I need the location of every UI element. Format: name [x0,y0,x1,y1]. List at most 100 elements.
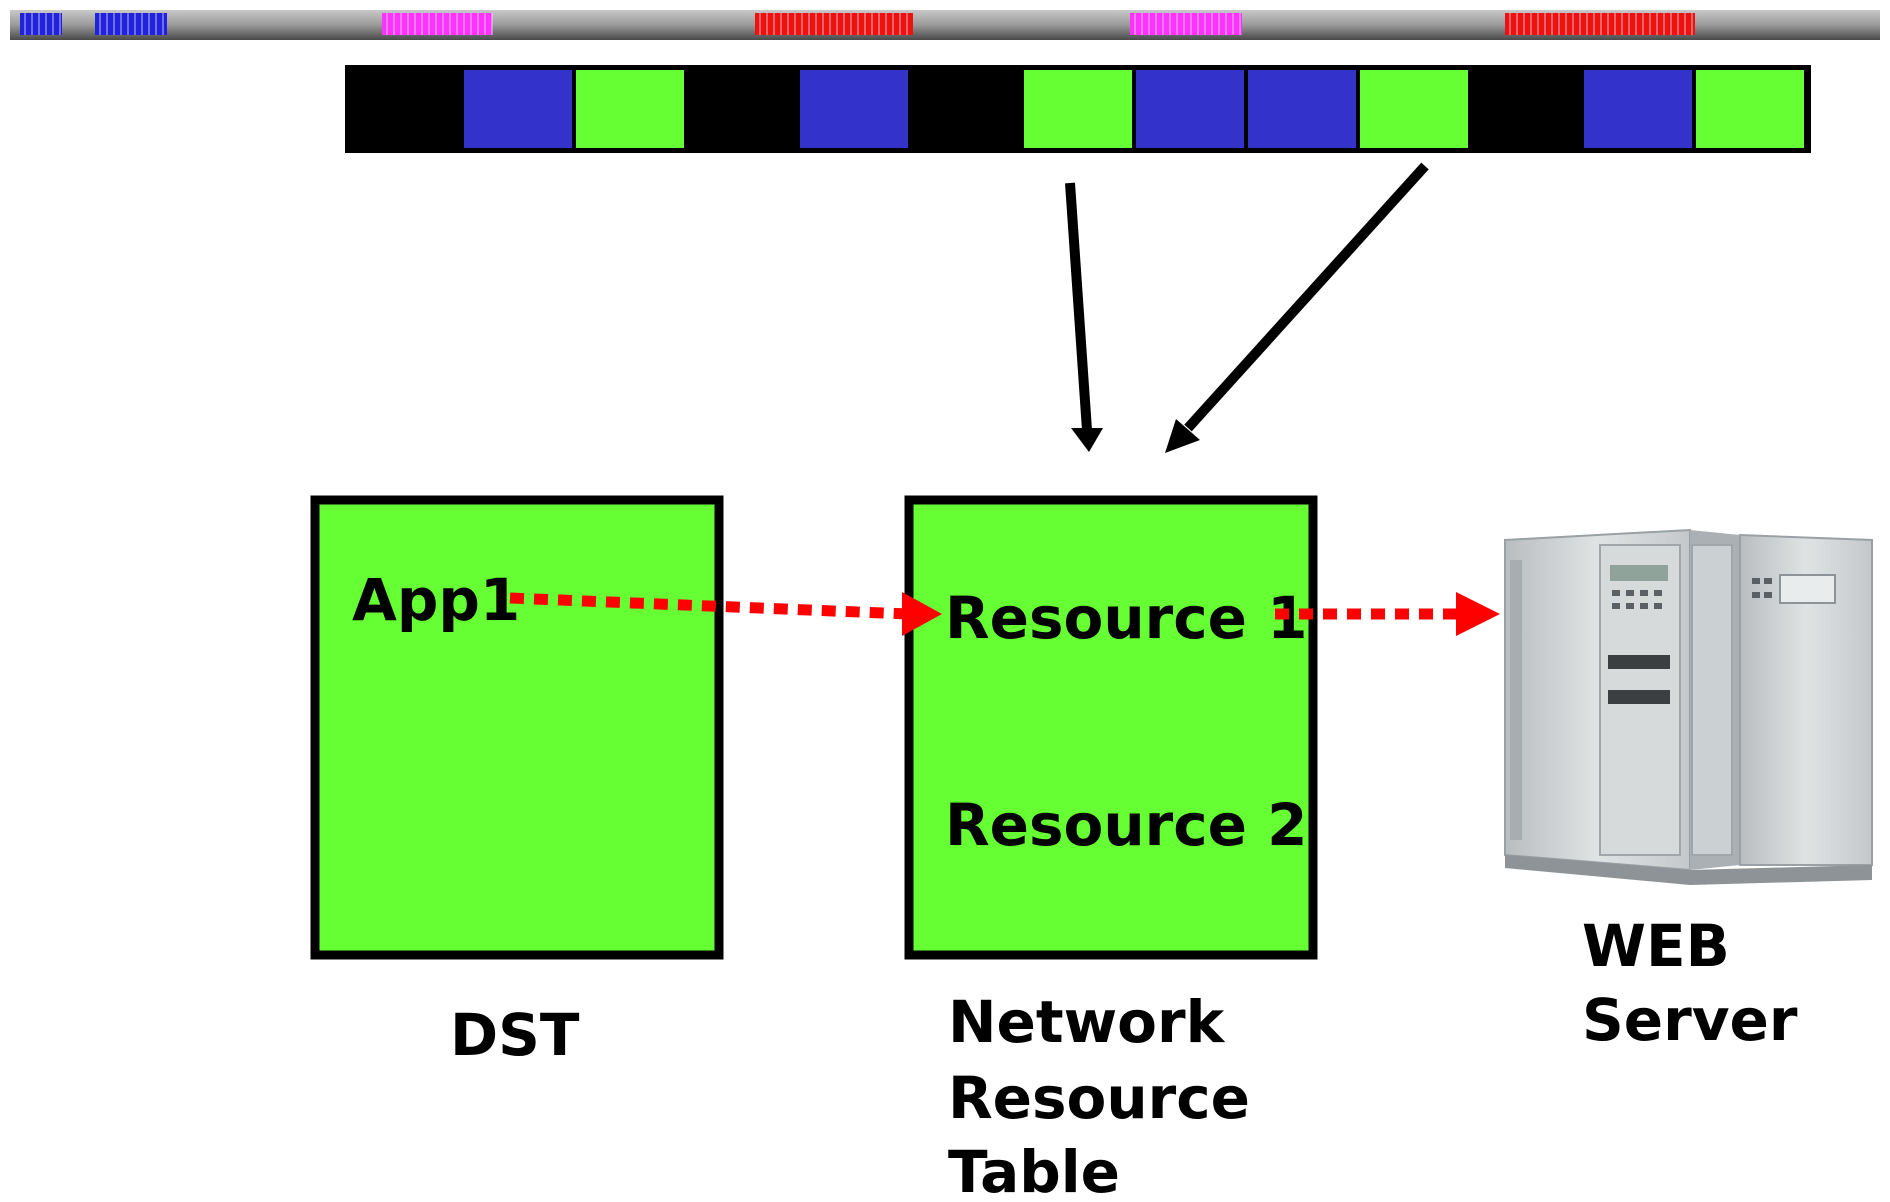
data-stream-segments [20,13,1695,35]
stream-segment-stripe [120,13,122,35]
slot-cell-empty [1472,70,1580,148]
slot-cell-green [576,70,684,148]
slot-cell-empty [912,70,1020,148]
stream-segment-stripe [892,13,894,35]
stream-segment-stripe [421,13,423,35]
flow-arrowhead-1 [902,592,942,636]
resource-2-label: Resource 2 [945,791,1308,859]
stream-segment-stripe [906,13,908,35]
resource-table-frame [904,495,1318,960]
resource-table-caption-line-2: Resource [948,1064,1250,1132]
stream-segment-stripe [1183,13,1185,35]
stream-segment-stripe [1523,13,1525,35]
stream-segment-stripe [134,13,136,35]
slot-cell-green [1360,70,1468,148]
stream-segment-stripe [1565,13,1567,35]
stream-segment-stripe [1204,13,1206,35]
stream-segment-stripe [1579,13,1581,35]
stream-segment-stripe [52,13,54,35]
stream-segment-stripe [822,13,824,35]
stream-segment-stripe [1239,13,1241,35]
flow-arrow-app-to-resource [509,592,909,620]
stream-segment-stripe [24,13,26,35]
stream-segment-stripe [1225,13,1227,35]
resource-table-caption-line-3: Table [948,1138,1120,1202]
stream-segment-stripe [794,13,796,35]
stream-segment-magenta [382,13,492,35]
stream-segment-stripe [1656,13,1658,35]
stream-segment-stripe [759,13,761,35]
stream-segment-stripe [1649,13,1651,35]
stream-segment-stripe [59,13,61,35]
stream-segment-stripe [484,13,486,35]
stream-segment-stripe [491,13,493,35]
stream-segment-stripe [815,13,817,35]
stream-segment-stripe [435,13,437,35]
stream-segment-stripe [38,13,40,35]
stream-segment-stripe [1551,13,1553,35]
web-server-caption-line-2: Server [1582,986,1798,1054]
resource-table-caption-line-1: Network [948,988,1226,1056]
slot-strip [345,65,1811,153]
slot-strip-cells [352,70,1804,148]
stream-segment-stripe [1197,13,1199,35]
slot-cell-empty [688,70,796,148]
stream-segment-stripe [773,13,775,35]
stream-segment-stripe [127,13,129,35]
stream-segment-blue [20,13,62,35]
stream-segment-stripe [1148,13,1150,35]
dst-box: App1 [310,495,724,960]
stream-segment-red [755,13,913,35]
stream-segment-stripe [106,13,108,35]
stream-segment-stripe [442,13,444,35]
stream-segment-stripe [1628,13,1630,35]
pointer-arrow-2 [1184,162,1429,432]
stream-segment-stripe [1558,13,1560,35]
stream-segment-stripe [1635,13,1637,35]
stream-segment-stripe [829,13,831,35]
slot-cell-green [1696,70,1804,148]
stream-segment-stripe [1211,13,1213,35]
stream-segment-stripe [463,13,465,35]
stream-segment-stripe [1134,13,1136,35]
web-server-caption-line-1: WEB [1582,912,1730,980]
stream-segment-stripe [113,13,115,35]
slot-cell-blue [1248,70,1356,148]
stream-segment-stripe [878,13,880,35]
pointer-arrow-1 [1065,182,1092,431]
stream-segment-stripe [871,13,873,35]
stream-segment-stripe [1586,13,1588,35]
stream-segment-stripe [1593,13,1595,35]
stream-segment-stripe [470,13,472,35]
stream-segment-stripe [1155,13,1157,35]
stream-segment-stripe [428,13,430,35]
stream-segment-stripe [1642,13,1644,35]
stream-segment-stripe [1169,13,1171,35]
stream-segment-stripe [407,13,409,35]
stream-segment-stripe [1572,13,1574,35]
dst-caption: DST [450,1001,580,1069]
stream-segment-stripe [899,13,901,35]
stream-segment-stripe [1509,13,1511,35]
flow-arrowhead-2 [1456,592,1500,636]
resource-1-label: Resource 1 [945,584,1308,652]
stream-segment-stripe [141,13,143,35]
stream-segment-stripe [766,13,768,35]
stream-segment-stripe [386,13,388,35]
stream-segment-stripe [1162,13,1164,35]
stream-segment-stripe [1663,13,1665,35]
stream-segment-stripe [836,13,838,35]
stream-segment-stripe [1141,13,1143,35]
pointer-arrowhead-2 [1165,419,1200,453]
stream-segment-stripe [1670,13,1672,35]
flow-arrows [509,592,1500,636]
stream-segment-stripe [449,13,451,35]
stream-segment-stripe [1614,13,1616,35]
slot-cell-blue [464,70,572,148]
stream-segment-stripe [31,13,33,35]
slot-cell-blue [1136,70,1244,148]
data-stream-bar [10,10,1880,40]
stream-segment-stripe [850,13,852,35]
stream-segment-stripe [1537,13,1539,35]
